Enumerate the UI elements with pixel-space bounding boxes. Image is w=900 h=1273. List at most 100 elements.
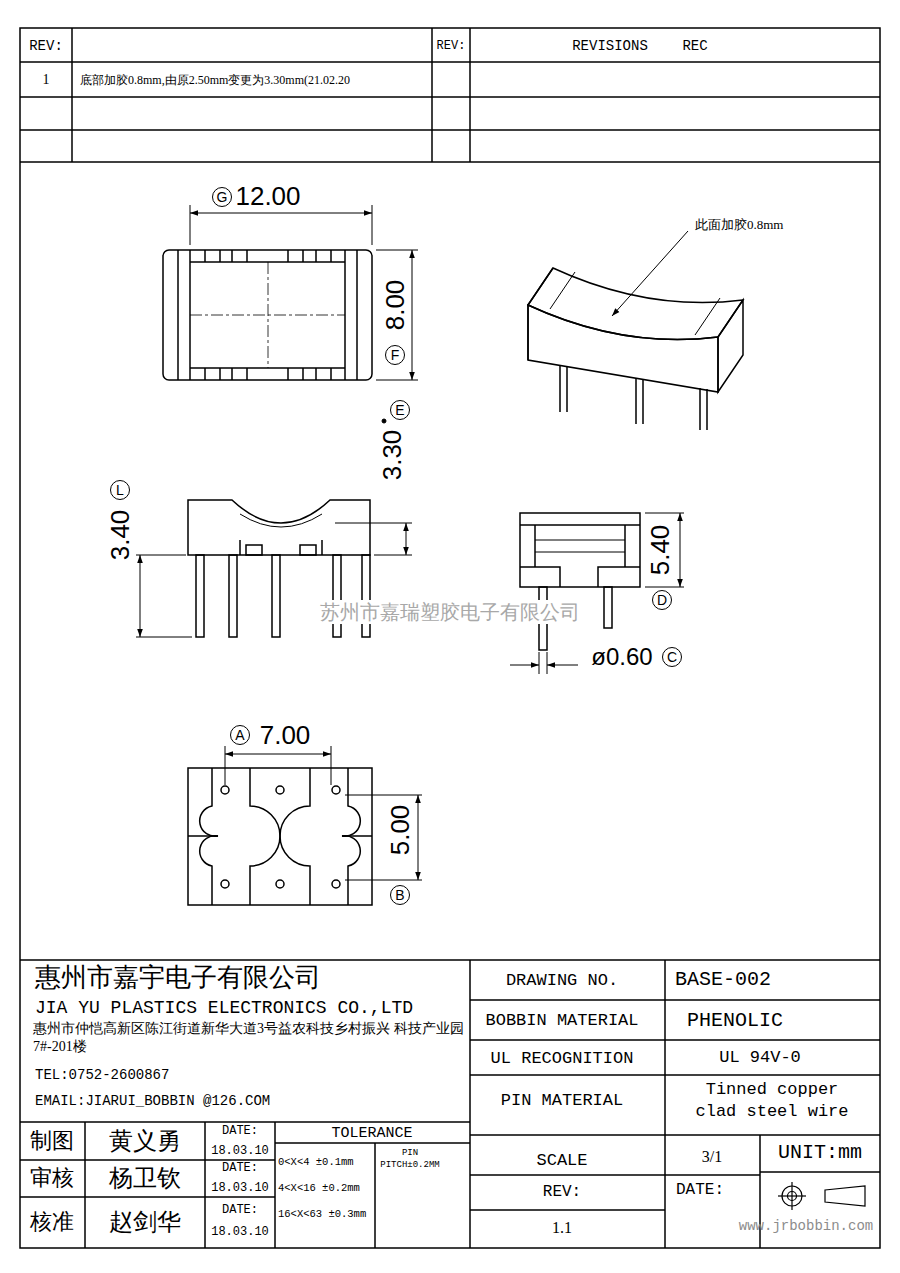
dimension-lines-part — [418, 795, 419, 880]
bottom-view-part — [332, 880, 340, 888]
front-view — [520, 513, 640, 650]
bottom-view — [188, 768, 372, 905]
top-view-part — [190, 315, 345, 316]
bottom-view-part — [221, 880, 229, 888]
company-address: 惠州市仲恺高新区陈江街道新华大道3号益农科技乡村振兴 科技产业园7#-201楼 — [33, 1020, 465, 1056]
top-view-part — [205, 250, 331, 262]
isometric-view-part — [560, 365, 707, 430]
front-view-part — [534, 525, 536, 567]
side-view-part — [188, 500, 370, 555]
dimension-lines-part — [372, 205, 373, 245]
dimension: 8.00 — [382, 280, 408, 331]
front-view-part — [535, 540, 625, 541]
frame-table-part — [20, 61, 880, 63]
field-label: UL RECOGNITION — [491, 1050, 634, 1067]
field-value: 3/1 — [702, 1149, 722, 1165]
company-name-en: JIA YU PLASTICS ELECTRONICS CO.,LTD — [35, 999, 413, 1017]
dimension-circle: A — [230, 725, 250, 745]
person-name: 赵剑华 — [109, 1210, 181, 1234]
side-view-part — [321, 540, 323, 555]
field-label: SCALE — [536, 1152, 587, 1169]
field-label: DRAWING NO. — [506, 972, 618, 989]
dimension-lines-part — [547, 652, 548, 674]
top-view-part — [205, 368, 331, 380]
bottom-view-part — [200, 768, 218, 836]
dimension-circle: C — [662, 647, 682, 667]
dimension-lines-part — [382, 419, 386, 423]
front-view-part — [520, 524, 640, 526]
frame-table-part — [20, 28, 880, 1248]
side-view-part — [300, 545, 316, 555]
frame-table-part — [84, 1122, 86, 1248]
isometric-view-part — [550, 272, 720, 335]
field-value: PHENOLIC — [687, 1011, 783, 1031]
dimension-circle: D — [652, 590, 672, 610]
dimension-lines-part — [136, 555, 186, 556]
field-value: UL 94V-0 — [719, 1049, 801, 1066]
top-view-part — [163, 250, 372, 380]
callout-note: 此面加胶0.8mm — [695, 218, 783, 231]
dimension: 12.00 — [235, 183, 300, 209]
dimension-lines-part — [645, 513, 684, 514]
dimension-lines-part — [645, 587, 684, 588]
watermark: www.jrbobbin.com — [739, 1219, 873, 1233]
field-label: BOBBIN MATERIAL — [485, 1012, 638, 1029]
dimension-lines-part — [345, 880, 422, 881]
side-view-part — [362, 555, 370, 637]
contact: EMAIL:JIARUI_BOBBIN @126.COM — [35, 1094, 270, 1108]
date-label: DATE: — [222, 1162, 258, 1174]
revision-note: 底部加胶0.8mm,由原2.50mm变更为3.30mm(21.02.20 — [80, 74, 350, 86]
frame-table-part — [20, 1159, 275, 1161]
dimension: 7.00 — [260, 722, 311, 748]
bottom-view-part — [221, 786, 229, 794]
frame-table — [20, 28, 880, 1248]
frame-table-part — [20, 161, 880, 163]
watermark: 苏州市嘉瑞塑胶电子有限公司 — [316, 600, 584, 624]
tolerance-value: 0<X<4 ±0.1mm — [278, 1157, 354, 1168]
dimension-lines-part — [345, 795, 422, 796]
front-view-part — [604, 587, 612, 628]
frame-table-part — [274, 1122, 276, 1248]
table-header: REC — [682, 39, 707, 53]
dimension: ø0.60 — [591, 645, 652, 669]
frame-table-part — [275, 1142, 470, 1144]
person-name: 黄义勇 — [109, 1129, 181, 1153]
dimension: 5.00 — [387, 805, 413, 856]
person-name: 杨卫钦 — [109, 1166, 181, 1190]
dimension-letter: L — [116, 483, 124, 497]
dimension-letter: F — [391, 348, 400, 362]
front-view-part — [535, 552, 625, 553]
side-view-part — [246, 545, 262, 555]
side-view-part — [196, 555, 204, 637]
role-label: 审核 — [30, 1167, 74, 1189]
dimension-lines — [136, 205, 684, 880]
frame-table-part — [470, 1174, 760, 1176]
table-header: REV: — [29, 39, 63, 53]
dimension-letter: D — [657, 593, 667, 607]
date-value: 18.03.10 — [211, 1145, 269, 1157]
side-view-part — [229, 555, 237, 637]
side-view-part — [240, 514, 322, 527]
date-label: DATE: — [222, 1204, 258, 1216]
isometric-view-part — [528, 268, 743, 340]
isometric-view — [528, 231, 743, 430]
frame-table-part — [760, 1171, 880, 1173]
dimension: 3.40 — [107, 510, 133, 561]
tolerance-value: 4<X<16 ±0.2mm — [278, 1183, 360, 1194]
frame-table-part — [470, 999, 880, 1001]
projection-symbol-part — [791, 1182, 792, 1210]
dimension-lines-part — [412, 250, 413, 380]
front-view-part — [624, 525, 626, 567]
table-header: REVISIONS — [572, 39, 648, 53]
frame-table-part — [431, 28, 433, 162]
dimension-letter: B — [395, 888, 404, 902]
frame-table-part — [20, 1121, 470, 1123]
company-name: 惠州市嘉宇电子有限公司 — [35, 965, 321, 991]
frame-table-part — [20, 959, 880, 961]
frame-table-part — [469, 960, 471, 1248]
side-view-part — [272, 555, 280, 637]
dimension-letter: A — [235, 728, 244, 742]
bottom-view-part — [276, 880, 284, 888]
date-label: DATE: — [222, 1125, 258, 1137]
table-header: TOLERANCE — [331, 1126, 412, 1141]
